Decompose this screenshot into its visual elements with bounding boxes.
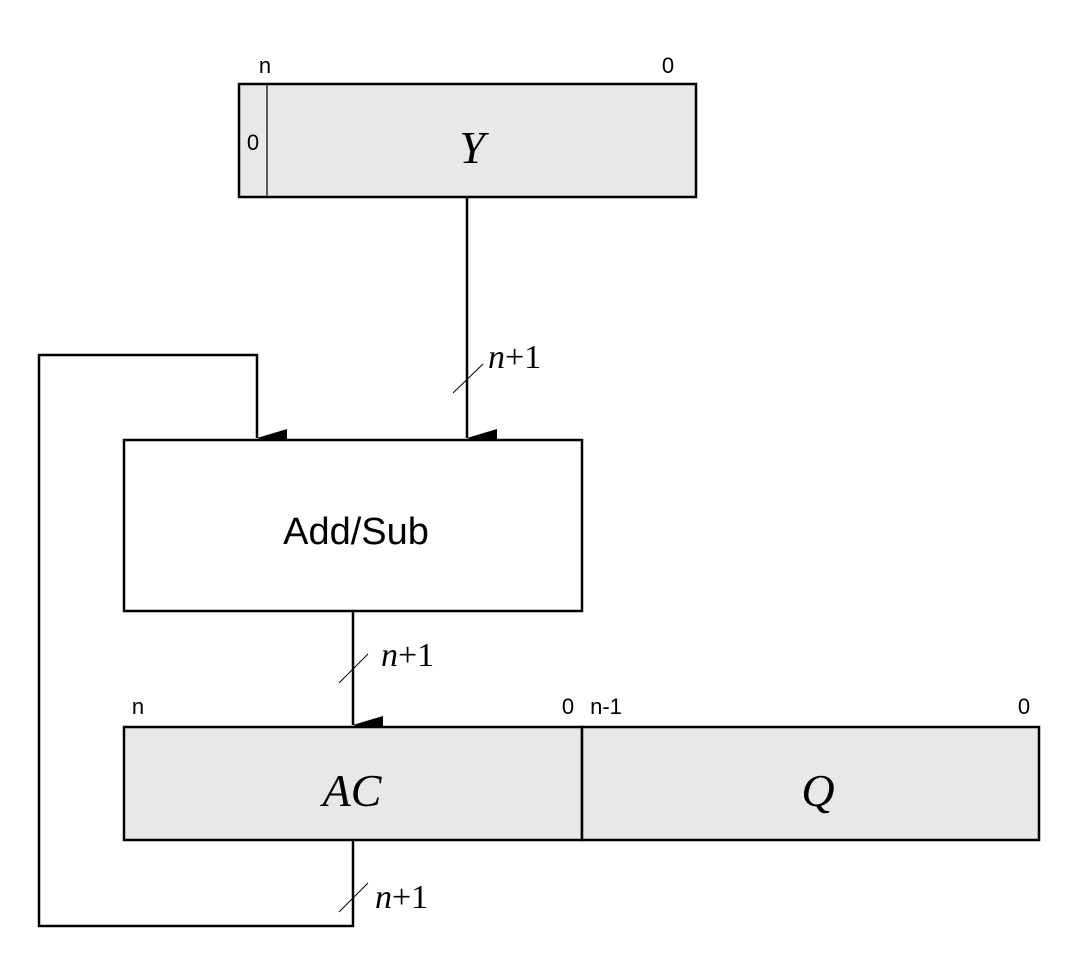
- feedback-line: [37, 353, 355, 928]
- add-sub-unit: Add/Sub: [122, 438, 584, 613]
- register-q-msb-label: n-1: [590, 694, 622, 719]
- bus-width-slash: [338, 882, 369, 913]
- register-q-lsb-label: 0: [1018, 694, 1030, 719]
- register-q: Q n-1 0: [580, 694, 1041, 842]
- bus-y-to-adder: n+1: [452, 197, 541, 447]
- register-ac-msb-label: n: [132, 694, 144, 719]
- bus-width-label: n+1: [375, 879, 428, 916]
- bus-ac-feedback: n+1: [37, 353, 428, 928]
- register-ac: AC n 0: [122, 694, 584, 842]
- register-y-lsb-label: 0: [662, 53, 674, 78]
- register-y-box: [237, 82, 698, 199]
- register-y: 0 Y n 0: [237, 53, 698, 199]
- register-q-name: Q: [801, 765, 834, 816]
- register-y-msb-label: n: [259, 53, 271, 78]
- register-y-name: Y: [459, 122, 489, 173]
- register-ac-name: AC: [320, 765, 383, 816]
- register-q-box: [580, 725, 1041, 842]
- bus-width-label: n+1: [488, 339, 541, 376]
- add-sub-label: Add/Sub: [283, 511, 429, 553]
- bus-width-slash: [452, 363, 484, 394]
- add-sub-box: [122, 438, 584, 613]
- bus-adder-to-ac: n+1: [338, 611, 434, 734]
- register-y-sign-value: 0: [247, 130, 259, 155]
- register-ac-lsb-label: 0: [562, 694, 574, 719]
- bus-width-slash: [338, 653, 369, 684]
- register-ac-box: [122, 725, 584, 842]
- bus-width-label: n+1: [381, 637, 434, 674]
